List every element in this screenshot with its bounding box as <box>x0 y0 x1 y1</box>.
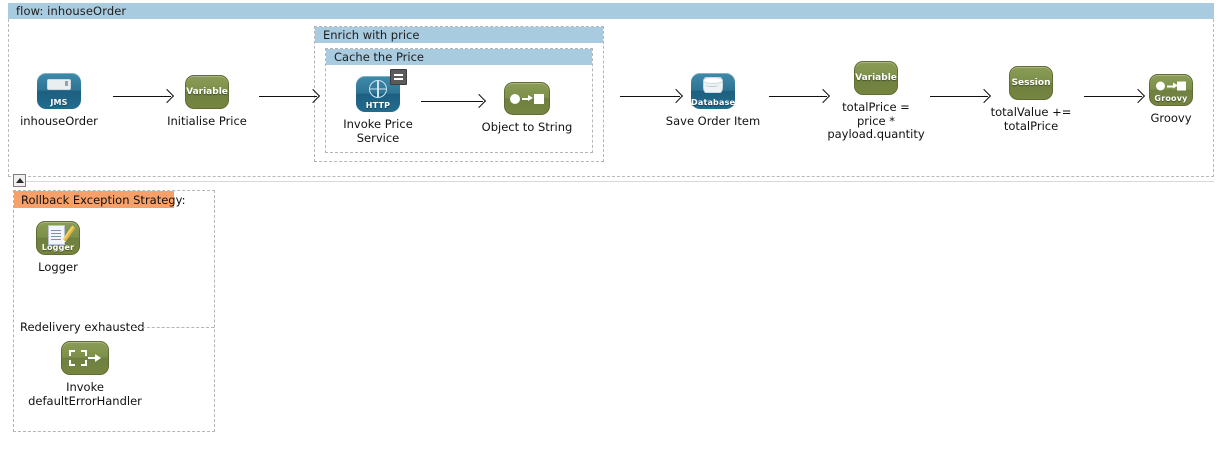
globe-glyph <box>369 80 387 98</box>
section-divider <box>22 181 1214 182</box>
scope-cache-title: Cache the Price <box>326 49 592 65</box>
node-initialise-price[interactable]: Variable Initialise Price <box>142 75 272 129</box>
jms-bar-glyph <box>47 79 71 90</box>
redelivery-exhausted-label: Redelivery exhausted <box>20 320 148 334</box>
jms-icon: JMS <box>37 73 81 109</box>
node-caption: Invoke defaultErrorHandler <box>28 380 142 408</box>
node-caption: totalValue += totalPrice <box>990 105 1072 133</box>
node-logger[interactable]: Logger Logger <box>0 221 123 275</box>
logger-icon-label: Logger <box>41 243 75 252</box>
arrow-init-to-enrich <box>259 96 317 97</box>
node-caption: inhouseOrder <box>20 114 98 128</box>
arrow-database-to-totalprice <box>769 96 827 97</box>
http-icon: HTTP <box>356 69 407 112</box>
scope-enrich-label: Enrich with price <box>323 28 420 42</box>
node-caption: Logger <box>38 260 78 274</box>
node-caption: Initialise Price <box>167 114 247 128</box>
object-to-string-glyph <box>510 93 544 105</box>
cylinder-glyph <box>703 77 723 93</box>
redelivery-exhausted-rule <box>132 327 214 328</box>
node-caption: Save Order Item <box>665 114 761 128</box>
dashed-box-arrow-glyph <box>69 350 101 366</box>
exception-strategy-header: Rollback Exception Strategy: <box>14 191 185 208</box>
variable-icon-label: Variable <box>855 73 897 83</box>
node-total-price-variable[interactable]: Variable totalPrice = price * payload.qu… <box>811 61 941 142</box>
transformer-icon <box>504 82 550 115</box>
scope-cache-the-price[interactable]: Cache the Price <box>325 48 593 153</box>
node-jms-inhouseorder[interactable]: JMS inhouseOrder <box>0 73 124 129</box>
variable-icon: Variable <box>854 61 898 95</box>
node-invoke-price-service[interactable]: HTTP Invoke Price Service <box>313 69 443 145</box>
document-pencil-glyph <box>48 225 75 245</box>
exception-strategy-label: Rollback Exception Strategy: <box>21 192 186 207</box>
arrow-jms-to-init <box>113 96 171 97</box>
variable-icon-label: Variable <box>186 87 228 97</box>
database-icon: Database <box>691 73 735 109</box>
node-total-value-session[interactable]: Session totalValue += totalPrice <box>966 66 1096 133</box>
exception-strategy-container[interactable]: Rollback Exception Strategy: <box>13 190 215 432</box>
node-object-to-string[interactable]: Object to String <box>462 82 592 135</box>
session-variable-icon: Session <box>1009 66 1053 100</box>
scope-cache-label: Cache the Price <box>334 50 425 64</box>
http-icon-label: HTTP <box>365 101 391 110</box>
groovy-icon: Groovy <box>1149 74 1193 106</box>
groovy-icon-label: Groovy <box>1154 94 1188 103</box>
node-invoke-default-error-handler[interactable]: Invoke defaultErrorHandler <box>20 341 150 408</box>
session-icon-label: Session <box>1011 78 1051 88</box>
node-caption: Invoke Price Service <box>343 117 413 145</box>
flow-body <box>8 19 1214 177</box>
invoke-icon <box>61 341 109 375</box>
logger-icon: Logger <box>36 221 80 255</box>
scope-enrich-title: Enrich with price <box>315 27 603 43</box>
jms-icon-label: JMS <box>50 98 68 107</box>
arrow-totalprice-to-totalvalue <box>930 96 988 97</box>
groovy-transform-glyph <box>1156 81 1186 92</box>
flow-title: flow: inhouseOrder <box>16 4 127 18</box>
node-caption: totalPrice = price * payload.quantity <box>827 100 925 141</box>
database-icon-label: Database <box>691 98 736 107</box>
flow-header-bar[interactable]: flow: inhouseOrder <box>8 3 1214 19</box>
node-caption: Groovy <box>1150 111 1192 125</box>
arrow-totalvalue-to-groovy <box>1084 96 1142 97</box>
node-save-order-item[interactable]: Database Save Order Item <box>648 73 778 129</box>
arrow-http-to-transform <box>421 101 483 102</box>
variable-icon: Variable <box>185 75 229 109</box>
arrow-enrich-to-database <box>620 96 680 97</box>
node-caption: Object to String <box>481 120 573 134</box>
node-groovy[interactable]: Groovy Groovy <box>1106 74 1221 126</box>
exchange-badge-icon <box>390 69 407 85</box>
collapse-handle-icon[interactable] <box>13 174 26 187</box>
